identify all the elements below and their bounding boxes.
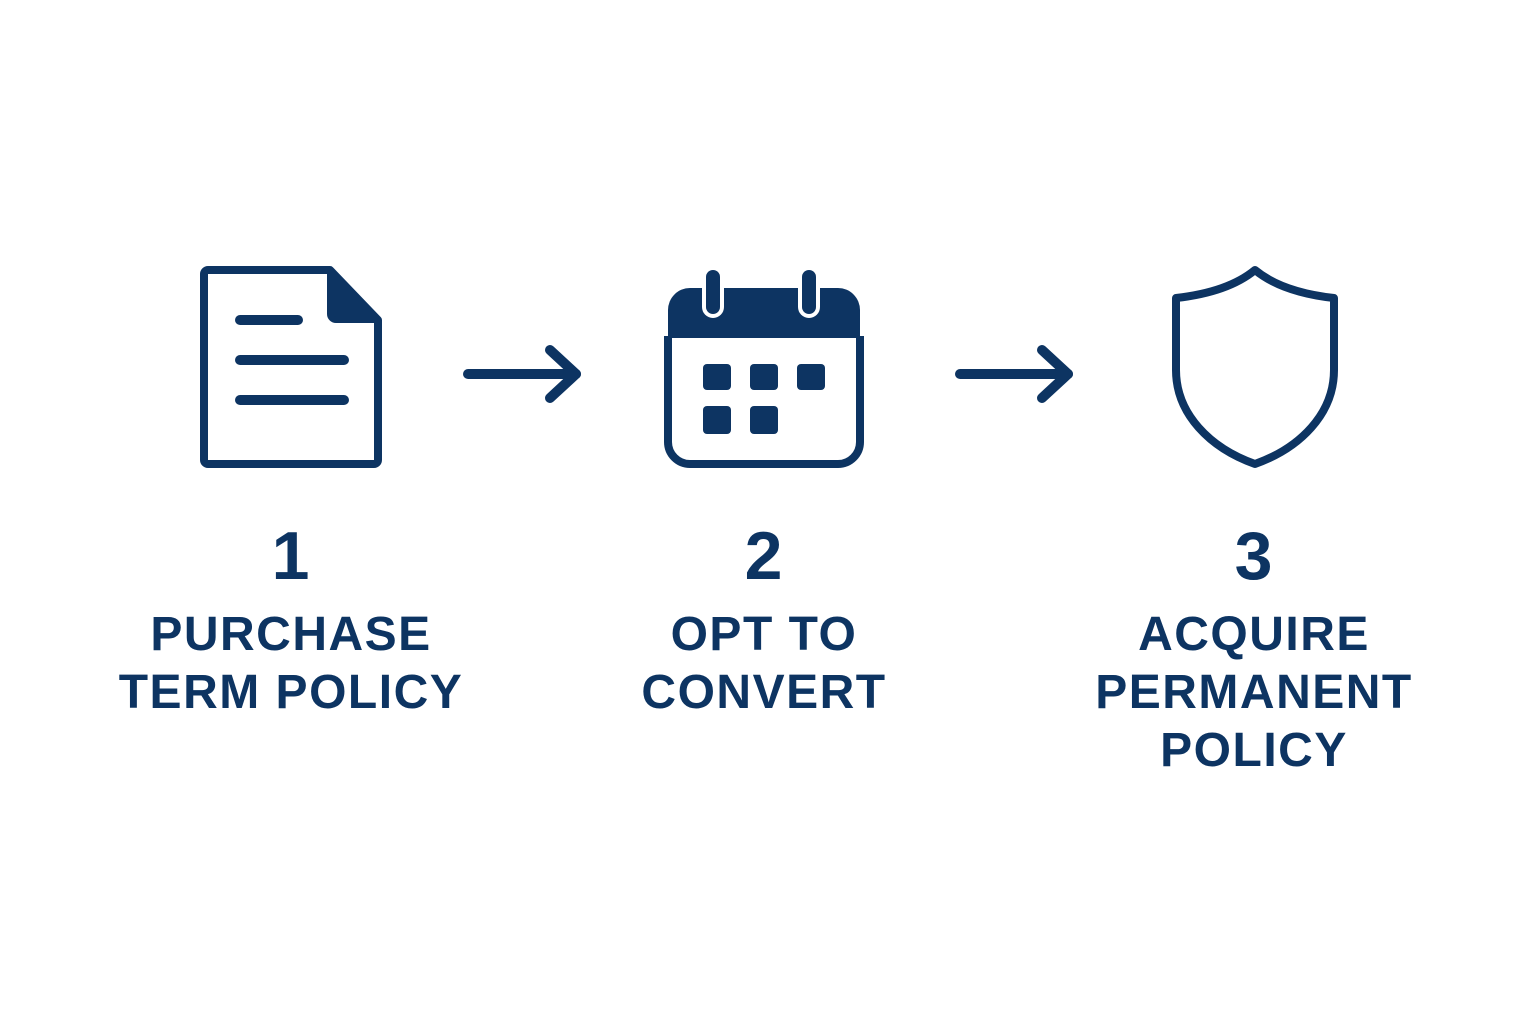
step-1-label-line-2: TERM POLICY: [118, 666, 464, 719]
step-2-label-line-2: CONVERT: [641, 666, 887, 719]
step-3-label: ACQUIRE PERMANENT POLICY: [1054, 606, 1454, 780]
step-2-number: 2: [744, 518, 784, 594]
step-1-label: PURCHASE TERM POLICY: [91, 606, 491, 722]
shield-icon: [1168, 266, 1342, 470]
arrow-right-icon: [463, 345, 584, 403]
step-1-label-line-1: PURCHASE: [150, 608, 432, 661]
step-1-number: 1: [271, 518, 311, 594]
step-2-label-line-1: OPT TO: [670, 608, 858, 661]
step-3-label-line-2: PERMANENT: [1095, 666, 1413, 719]
step-3-number: 3: [1234, 518, 1274, 594]
calendar-icon: [664, 266, 864, 468]
step-3-label-line-1: ACQUIRE: [1138, 608, 1370, 661]
step-3-label-line-3: POLICY: [1160, 724, 1348, 777]
step-2-label: OPT TO CONVERT: [564, 606, 964, 722]
arrow-right-icon: [955, 345, 1076, 403]
document-icon: [200, 266, 382, 468]
